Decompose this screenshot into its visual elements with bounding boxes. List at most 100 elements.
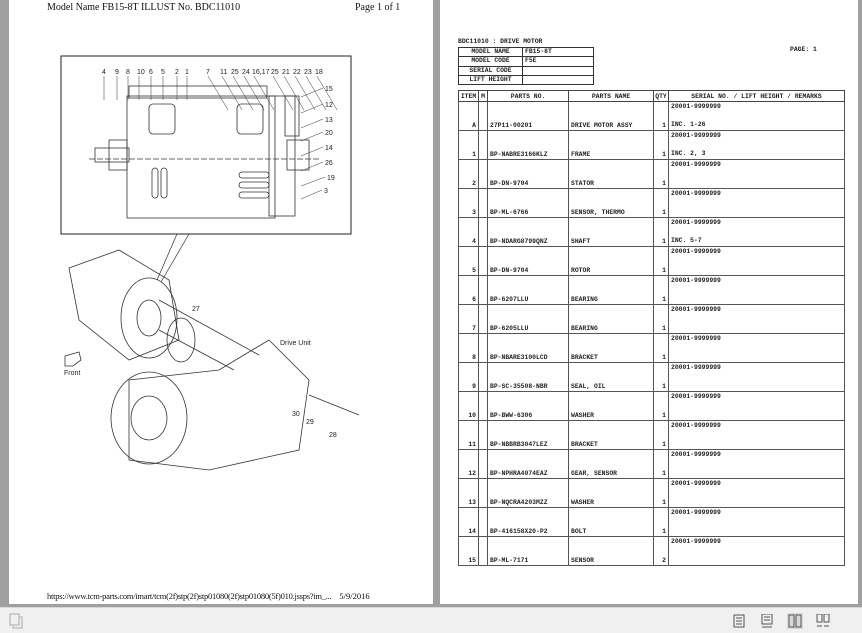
item-cell: 3 bbox=[458, 188, 479, 218]
callout-11: 11 bbox=[220, 69, 227, 76]
leader-line bbox=[253, 75, 275, 111]
part-no-cell: BP-NBARE3100LCD bbox=[487, 333, 569, 363]
callout-19: 19 bbox=[327, 175, 335, 182]
part-no-cell: BP-ML-6766 bbox=[487, 188, 569, 218]
page-convert-icon[interactable] bbox=[8, 613, 24, 629]
qty-cell: 1 bbox=[653, 130, 669, 160]
col-parts-no: PARTS NO. bbox=[487, 90, 569, 102]
table-row: 13 BP-NQCRA4203MZZ WASHER 1 20001-999999… bbox=[458, 478, 845, 508]
m-cell bbox=[478, 362, 488, 392]
info-value: FB15-8T bbox=[522, 46, 594, 58]
qty-cell: 1 bbox=[653, 449, 669, 479]
remark-text bbox=[671, 411, 842, 419]
part-no-cell: BP-DN-9704 bbox=[487, 159, 569, 189]
part-no-cell: BP-NABRE3166KLZ bbox=[487, 130, 569, 160]
remark-text bbox=[671, 295, 842, 303]
info-key: SERIAL CODE bbox=[458, 65, 523, 76]
right-page-parts-list: BDC11010 : DRIVE MOTOR PAGE: 1 MODEL NAM… bbox=[440, 0, 858, 604]
part-no-cell: BP-6207LLU bbox=[487, 275, 569, 305]
callout-24: 24 bbox=[242, 69, 250, 76]
m-cell bbox=[478, 391, 488, 421]
remark-text: INC. 1-26 bbox=[671, 121, 706, 128]
leader-line bbox=[272, 75, 294, 111]
remarks-cell: 20001-9999999 bbox=[668, 391, 845, 421]
part-no-cell: BP-6205LLU bbox=[487, 304, 569, 334]
part-no-cell: 27P11-00201 bbox=[487, 101, 569, 131]
qty-cell: 1 bbox=[653, 362, 669, 392]
callout-3: 3 bbox=[324, 188, 328, 195]
single-page-continuous-icon[interactable] bbox=[759, 613, 775, 629]
callout-25: 25 bbox=[231, 69, 239, 76]
col-qty: QTY bbox=[653, 90, 669, 102]
callout-8: 8 bbox=[126, 69, 130, 76]
item-cell: 4 bbox=[458, 217, 479, 247]
callout-12: 12 bbox=[325, 102, 333, 109]
info-key: MODEL NAME bbox=[458, 46, 523, 58]
table-row: 3 BP-ML-6766 SENSOR, THERMO 1 20001-9999… bbox=[458, 188, 845, 218]
item-cell: A bbox=[458, 101, 479, 131]
col-m: M bbox=[478, 90, 488, 102]
part-no-cell: BP-416158X20-P2 bbox=[487, 507, 569, 537]
qty-cell: 1 bbox=[653, 304, 669, 334]
item-cell: 13 bbox=[458, 478, 479, 508]
remark-text bbox=[671, 440, 842, 448]
callout-10: 10 bbox=[137, 69, 145, 76]
remarks-cell: 20001-9999999 bbox=[668, 304, 845, 334]
callout-13: 13 bbox=[325, 117, 333, 124]
serial-range: 20001-9999999 bbox=[671, 103, 721, 110]
table-row: 15 BP-ML-7171 SENSOR 2 20001-9999999 bbox=[458, 536, 845, 566]
table-row: 5 BP-DN-9704 ROTOR 1 20001-9999999 bbox=[458, 246, 845, 276]
part-name-cell: BRACKET bbox=[568, 420, 654, 450]
remarks-cell: 20001-9999999 bbox=[668, 159, 845, 189]
remarks-cell: 20001-9999999 bbox=[668, 246, 845, 276]
serial-range: 20001-9999999 bbox=[671, 364, 721, 371]
m-cell bbox=[478, 188, 488, 218]
callout-6: 6 bbox=[149, 69, 153, 76]
m-cell bbox=[478, 478, 488, 508]
two-page-continuous-icon[interactable] bbox=[815, 613, 831, 629]
callout-22: 22 bbox=[293, 69, 301, 76]
leader-line bbox=[300, 131, 324, 142]
leader-line bbox=[221, 75, 243, 111]
single-page-icon[interactable] bbox=[731, 613, 747, 629]
remark-text bbox=[671, 527, 842, 535]
item-cell: 15 bbox=[458, 536, 479, 566]
drive-unit-label: Drive Unit bbox=[280, 340, 311, 347]
serial-range: 20001-9999999 bbox=[671, 161, 721, 168]
part-name-cell: WASHER bbox=[568, 478, 654, 508]
front-label: Front bbox=[64, 370, 80, 377]
serial-range: 20001-9999999 bbox=[671, 480, 721, 487]
qty-cell: 1 bbox=[653, 246, 669, 276]
callout-1: 1 bbox=[185, 69, 189, 76]
qty-cell: 1 bbox=[653, 275, 669, 305]
leader-line bbox=[294, 75, 316, 111]
callout-4: 4 bbox=[102, 69, 106, 76]
qty-cell: 1 bbox=[653, 391, 669, 421]
two-page-icon[interactable] bbox=[787, 613, 803, 629]
header-model-name: Model Name FB15-8T ILLUST No. BDC11010 bbox=[47, 2, 241, 13]
leader-line bbox=[300, 189, 323, 200]
part-name-cell: FRAME bbox=[568, 130, 654, 160]
item-cell: 9 bbox=[458, 362, 479, 392]
leader-line bbox=[283, 75, 305, 111]
table-row: A 27P11-00201 DRIVE MOTOR ASSY 1 20001-9… bbox=[458, 101, 845, 131]
item-cell: 7 bbox=[458, 304, 479, 334]
item-cell: 6 bbox=[458, 275, 479, 305]
col-parts-name: PARTS NAME bbox=[568, 90, 654, 102]
leader-line bbox=[316, 75, 338, 111]
leader-line bbox=[300, 176, 326, 187]
viewer-toolbar bbox=[0, 607, 862, 633]
callout-18: 18 bbox=[315, 69, 323, 76]
m-cell bbox=[478, 217, 488, 247]
callout-27: 27 bbox=[192, 306, 200, 313]
qty-cell: 1 bbox=[653, 420, 669, 450]
qty-cell: 1 bbox=[653, 188, 669, 218]
remarks-cell: 20001-9999999 bbox=[668, 188, 845, 218]
part-name-cell: SEAL, OIL bbox=[568, 362, 654, 392]
table-row: 11 BP-NBBRB3047LEZ BRACKET 1 20001-99999… bbox=[458, 420, 845, 450]
